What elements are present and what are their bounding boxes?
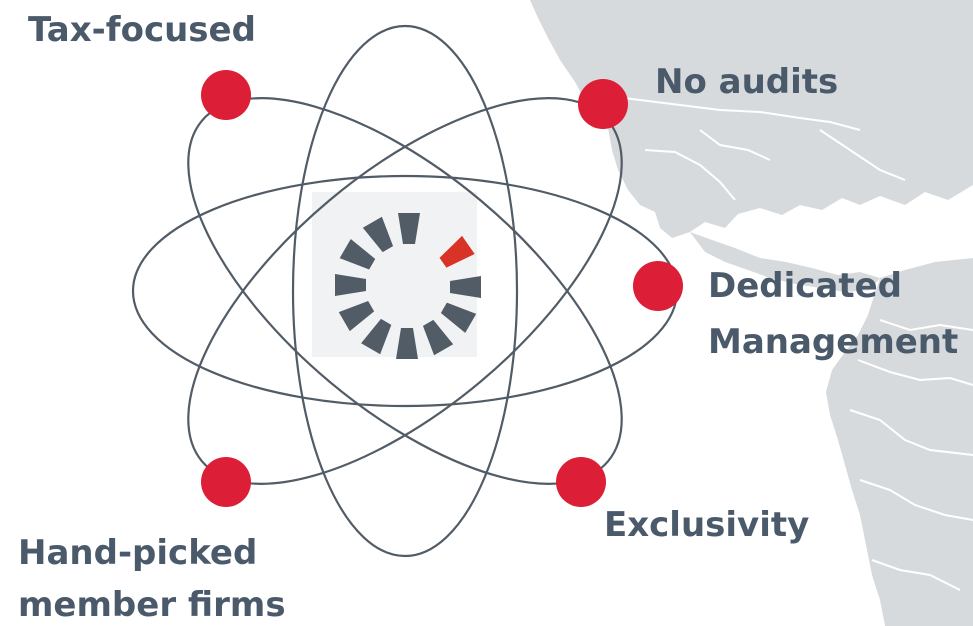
map-borders xyxy=(599,94,973,591)
logo-segment xyxy=(339,239,376,270)
logo-segment xyxy=(440,302,477,333)
node-exclusivity xyxy=(556,457,606,507)
logo-segment xyxy=(396,328,418,359)
logo-segment xyxy=(335,274,366,296)
logo-segment xyxy=(450,276,481,298)
orbit-vertical xyxy=(291,24,519,558)
south-america-shape xyxy=(826,258,973,626)
central-america-shape xyxy=(690,232,880,292)
label-exclusivity-text: Exclusivity xyxy=(604,505,810,545)
logo-segment xyxy=(422,319,454,356)
label-dedicated-management: Dedicated Management xyxy=(708,258,958,370)
segmented-ring-logo xyxy=(335,213,481,359)
label-exclusivity: Exclusivity xyxy=(604,503,809,547)
logo-segment xyxy=(338,300,375,332)
label-dedicated-line2: Management xyxy=(708,322,959,362)
label-no-audits: No audits xyxy=(655,60,838,104)
node-tax-focused xyxy=(201,70,251,120)
label-hand-picked-line1: Hand-picked xyxy=(18,533,258,573)
label-tax-focused: Tax-focused xyxy=(28,8,256,52)
label-tax-focused-text: Tax-focused xyxy=(28,10,256,50)
map-shapes xyxy=(530,0,973,626)
logo-segment xyxy=(362,216,394,253)
orbit-diagonal-left xyxy=(187,97,623,485)
node-no-audits xyxy=(578,79,628,129)
logo-segment xyxy=(398,213,420,244)
node-dedicated-management xyxy=(633,261,683,311)
label-hand-picked: Hand-picked member firms xyxy=(18,527,286,626)
label-hand-picked-line2: member firms xyxy=(18,585,286,625)
logo-background xyxy=(312,192,477,357)
logo-segment xyxy=(361,318,392,355)
north-america-shape xyxy=(530,0,973,238)
label-no-audits-text: No audits xyxy=(655,62,839,102)
node-hand-picked xyxy=(201,457,251,507)
orbit-nodes xyxy=(201,70,683,507)
logo-accent-segment xyxy=(439,235,475,268)
label-dedicated-line1: Dedicated xyxy=(708,266,903,306)
